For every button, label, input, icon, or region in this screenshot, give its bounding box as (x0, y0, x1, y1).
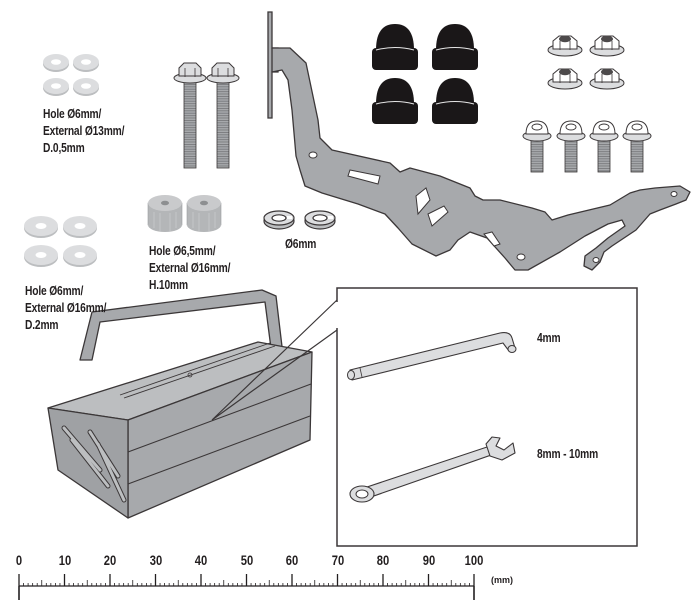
tool-callout (211, 287, 638, 547)
hex-flange-bolt-icon (206, 62, 240, 169)
nut-cap-icon (432, 78, 478, 124)
spring-washer-label: Ø6mm (285, 237, 317, 251)
spacer-external-text: External Ø16mm/ (149, 261, 231, 275)
mounting-bracket-icon (267, 11, 691, 271)
flange-nut-icon (589, 35, 625, 57)
split-lock-washer-icon (263, 210, 295, 230)
split-lock-washer-group (263, 210, 336, 230)
flat-washer-icon (63, 245, 97, 267)
ruler-tick-label: 60 (285, 552, 299, 568)
spacer-hole-text: Hole Ø6,5mm/ (149, 244, 216, 258)
ruler-tick-label: 50 (240, 552, 253, 568)
hex-flange-bolt-icon (173, 62, 207, 169)
ruler-tick-label: 70 (331, 552, 344, 568)
flange-nut-icon (589, 68, 625, 90)
small-washer-label: Hole Ø6mm/ External Ø13mm/ D.0,5mm (43, 106, 124, 157)
ruler-tick-label: 10 (58, 552, 71, 568)
ruler (18, 574, 475, 600)
flat-washer-icon (24, 216, 58, 238)
ruler-tick-label: 30 (149, 552, 162, 568)
small-washer-hole-text: Hole Ø6mm/ (43, 107, 102, 121)
nut-cap-icon (372, 78, 418, 124)
ruler-unit: (mm) (491, 575, 513, 585)
button-head-bolt-icon (589, 120, 619, 173)
large-washer-group (24, 216, 97, 267)
flat-washer-icon (43, 78, 69, 96)
spacer-group (147, 195, 222, 232)
flat-washer-icon (43, 54, 69, 72)
ruler-tick-label: 20 (103, 552, 117, 568)
allen-key-icon (347, 332, 517, 381)
large-washer-hole-text: Hole Ø6mm/ (25, 284, 84, 298)
button-head-bolt-icon (622, 120, 652, 173)
nut-cap-icon (432, 24, 478, 70)
large-washer-label: Hole Ø6mm/ External Ø16mm/ D.2mm (25, 283, 106, 334)
flat-washer-icon (24, 245, 58, 267)
flange-nut-icon (547, 68, 583, 90)
ruler-tick-label: 90 (422, 552, 435, 568)
ruler-tick-label: 0 (15, 552, 23, 568)
ruler-tick-label: 40 (194, 552, 208, 568)
flat-washer-icon (73, 78, 99, 96)
nut-cap-group (372, 24, 478, 124)
spacer-height-text: H.10mm (149, 278, 188, 292)
split-lock-washer-icon (304, 210, 336, 230)
button-head-bolt-group (522, 120, 652, 173)
button-head-bolt-icon (522, 120, 552, 173)
spacer-icon (186, 195, 222, 232)
flange-nut-group (547, 35, 625, 90)
ruler-tick-label: 80 (376, 552, 390, 568)
cantilever-toolbox-icon (47, 289, 313, 519)
small-washer-external-text: External Ø13mm/ (43, 124, 125, 138)
hex-flange-bolt-group (173, 62, 240, 169)
button-head-bolt-icon (556, 120, 586, 173)
small-washer-thickness-text: D.0,5mm (43, 141, 85, 155)
nut-cap-icon (372, 24, 418, 70)
large-washer-thickness-text: D.2mm (25, 318, 59, 332)
spacer-label: Hole Ø6,5mm/ External Ø16mm/ H.10mm (149, 243, 230, 294)
wrench-label: 8mm - 10mm (537, 447, 599, 461)
spacer-icon (147, 195, 183, 232)
combination-wrench-icon (349, 436, 516, 503)
flange-nut-icon (547, 35, 583, 57)
flat-washer-icon (63, 216, 97, 238)
flat-washer-icon (73, 54, 99, 72)
allen-key-label: 4mm (537, 331, 561, 345)
ruler-tick-label: 100 (464, 552, 484, 568)
large-washer-external-text: External Ø16mm/ (25, 301, 107, 315)
small-washer-group (43, 54, 99, 96)
